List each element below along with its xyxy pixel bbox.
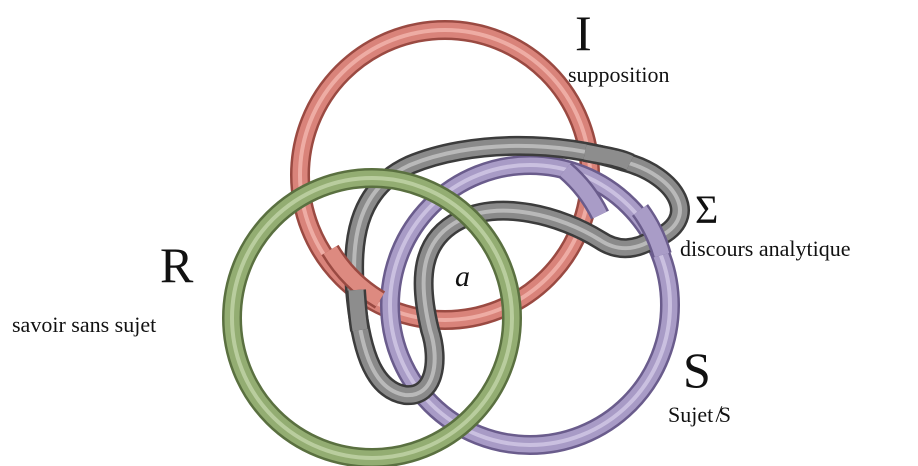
imaginary-letter: I (575, 8, 592, 58)
symbolic-caption: Sujet ̸S (668, 404, 731, 426)
object-a-label: a (455, 262, 470, 292)
crossing-gray-over-red (585, 152, 630, 163)
sigma-letter: Σ (695, 190, 718, 230)
sigma-caption: discours analytique (680, 238, 850, 260)
crossing-gray-over-green (356, 290, 360, 330)
imaginary-caption: supposition (568, 64, 669, 86)
real-caption: savoir sans sujet (12, 314, 156, 336)
real-letter: R (160, 240, 193, 290)
symbolic-letter: S (683, 345, 711, 395)
